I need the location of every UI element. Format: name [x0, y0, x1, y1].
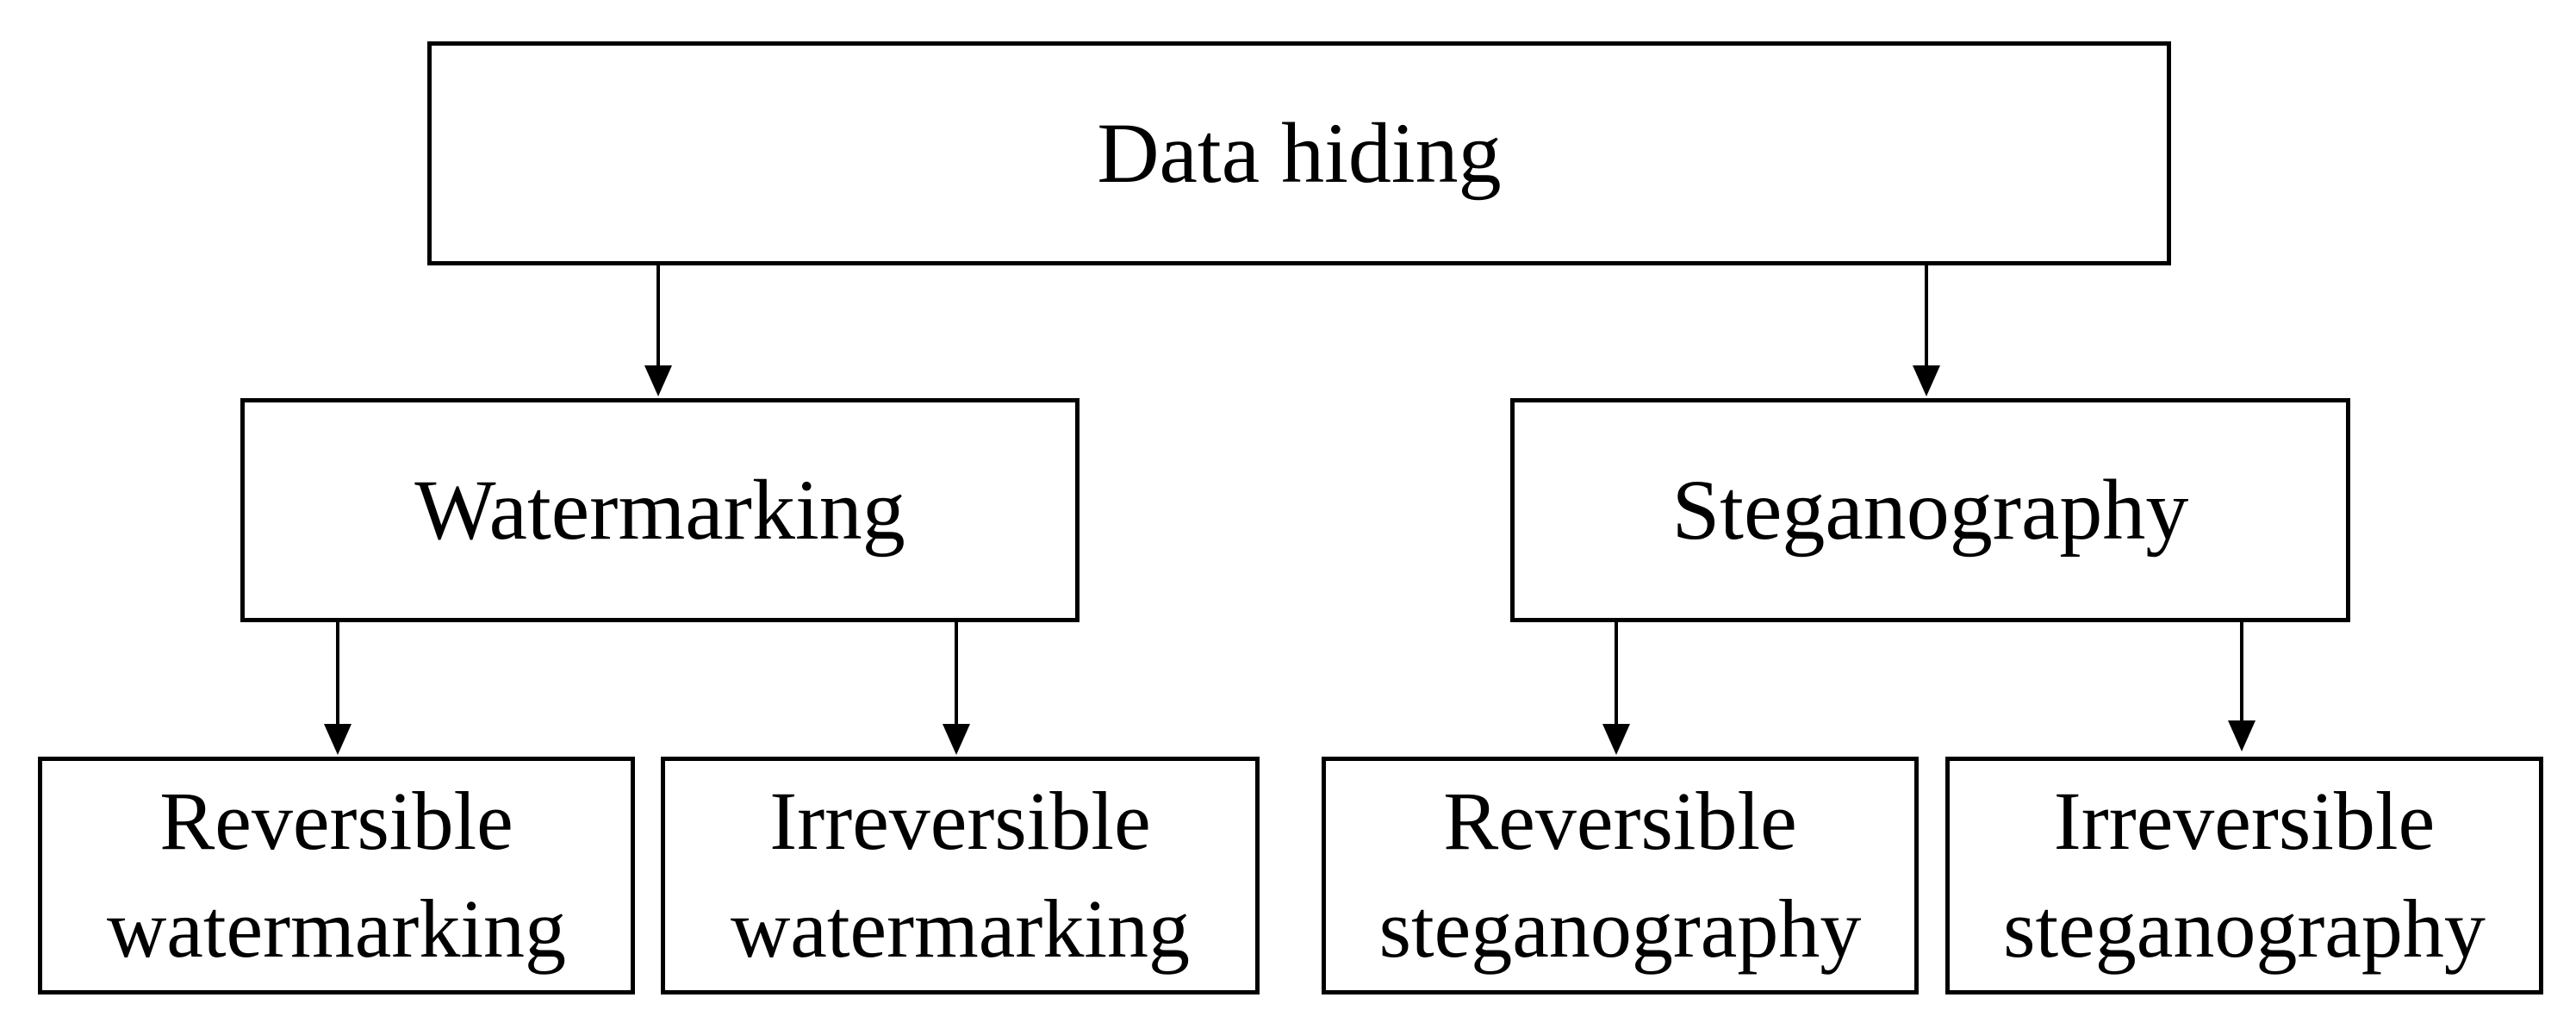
- arrow-root-to-steganography: [1913, 264, 1940, 396]
- node-data-hiding: Data hiding: [427, 41, 2171, 265]
- node-irreversible-steganography: Irreversible steganography: [1945, 757, 2543, 994]
- node-label: Watermarking: [414, 462, 905, 558]
- arrow-watermarking-to-reversible: [324, 620, 352, 755]
- node-label: Reversible steganography: [1378, 775, 1862, 975]
- node-reversible-watermarking: Reversible watermarking: [38, 757, 635, 994]
- node-steganography: Steganography: [1510, 398, 2350, 622]
- arrow-root-to-watermarking: [644, 264, 672, 396]
- node-label: Data hiding: [1097, 105, 1502, 201]
- node-reversible-steganography: Reversible steganography: [1322, 757, 1919, 994]
- arrow-steganography-to-irreversible: [2228, 617, 2256, 751]
- arrow-steganography-to-reversible: [1602, 620, 1630, 755]
- node-label: Reversible watermarking: [106, 775, 567, 975]
- node-label: Steganography: [1671, 462, 2189, 558]
- node-label: Irreversible steganography: [2003, 775, 2486, 975]
- node-label: Irreversible watermarking: [730, 775, 1191, 975]
- node-watermarking: Watermarking: [240, 398, 1080, 622]
- arrow-watermarking-to-irreversible: [943, 620, 970, 755]
- node-irreversible-watermarking: Irreversible watermarking: [661, 757, 1260, 994]
